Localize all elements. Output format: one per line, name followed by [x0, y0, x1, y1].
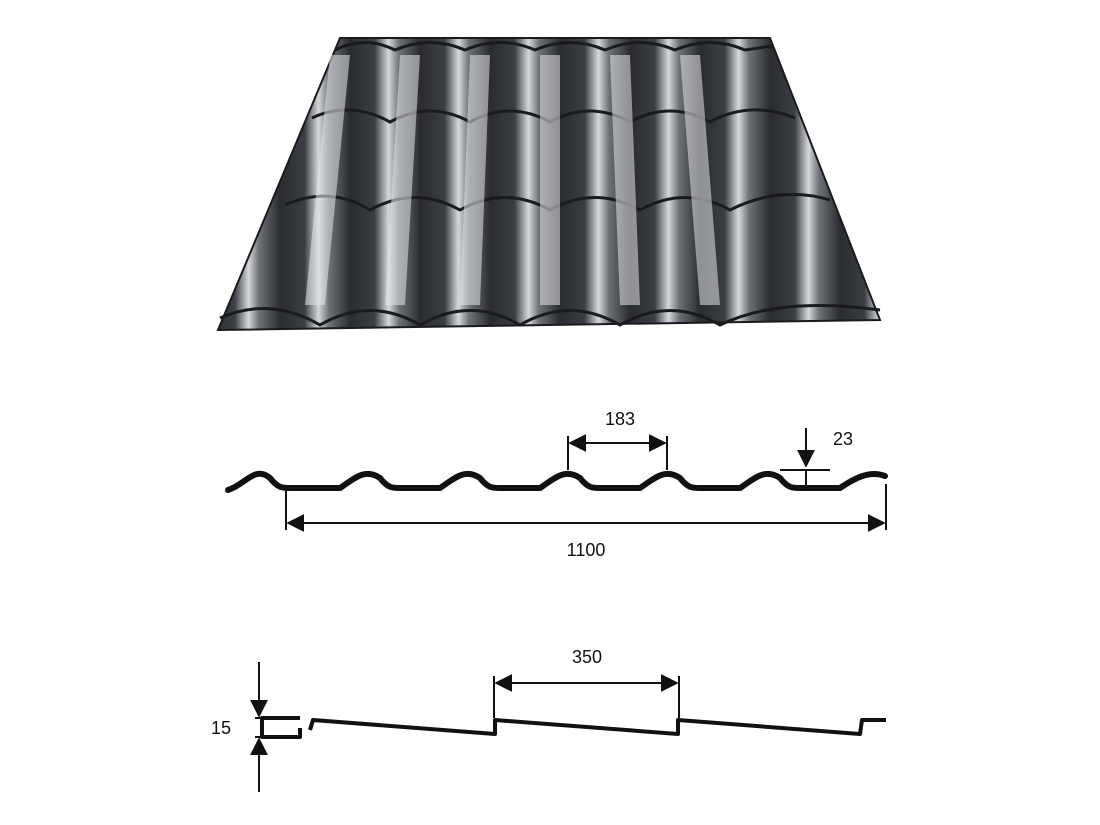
- tile-row-edge-1: [334, 41, 773, 52]
- step-profile-line: [260, 716, 886, 739]
- metal-roof-tile-sheet-image: [216, 37, 882, 332]
- wave-height-label: 23: [833, 429, 853, 449]
- step-profile-section: 350 15: [211, 647, 886, 792]
- tile-highlights: [305, 55, 720, 305]
- wave-pitch-label: 183: [605, 409, 635, 429]
- wave-profile-line: [225, 470, 888, 493]
- wave-profile-section: 183 23 1100: [225, 409, 888, 560]
- tile-row-edge-4: [219, 303, 881, 327]
- step-height-label: 15: [211, 718, 231, 738]
- useful-width-label: 1100: [567, 540, 606, 560]
- step-pitch-label: 350: [572, 647, 602, 667]
